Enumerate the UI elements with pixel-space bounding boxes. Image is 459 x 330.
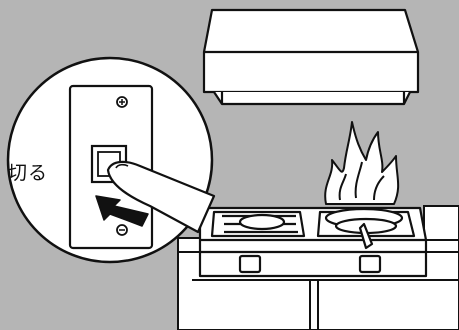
off-label: 切る — [8, 158, 48, 185]
flame-icon — [325, 122, 398, 204]
gas-stove — [200, 208, 426, 276]
range-hood — [204, 10, 418, 104]
wall-panel — [424, 206, 459, 240]
